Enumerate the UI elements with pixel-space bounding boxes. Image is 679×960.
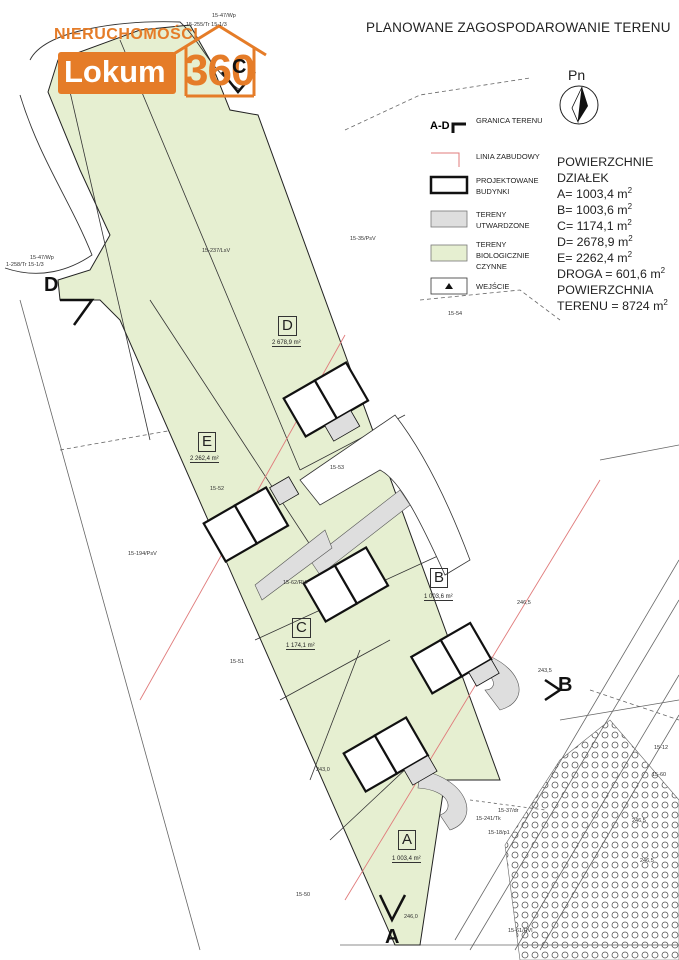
plot-area-c: 1 174,1 m² [286,643,315,650]
plot-area-d: 2 678,9 m² [272,340,301,347]
legend-item-entrance: WEJŚCIE [426,276,556,310]
legend-item-green: TERENY BIOLOGICZNIE CZYNNE [426,239,556,273]
buildings [202,360,500,794]
parcel-label: 15-255/Tr 15-1/3 [186,22,227,28]
entrance-symbol-icon [430,277,468,295]
parcel-label: 15-237/LsV [202,248,231,254]
legend-item-hardened: TERENY UTWARDZONE [426,207,556,241]
area-total: TERENU = 8724 m2 [557,297,668,313]
elevation-label: 246,0 [404,914,418,920]
parcel-label: 15-51 [230,659,245,665]
parcel-label: 15-60 [652,772,667,778]
north-arrow-icon [559,85,599,125]
building-symbol-icon [429,175,469,195]
boundary-symbol-text: A-D [430,120,450,132]
areas-heading-2: DZIAŁEK [557,171,609,185]
parcel-label: 15-47/Wp [30,255,54,261]
parcel-label: 15-12 [654,745,669,751]
parcel-label: 15-47/Wp [212,13,236,19]
area-row-d: D= 2678,9 m2 [557,233,633,249]
plot-divisions [64,39,441,841]
legend-label-boundary: GRANICA TERENU [476,116,543,125]
building-line-symbol-icon [431,152,460,167]
parcel-label: 15-61/RVI [508,928,533,934]
legend-label-buildings: PROJEKTOWANE BUDYNKI [476,176,539,196]
plot-letter-e: E [198,432,217,452]
building-d [282,360,370,442]
parcel-label: 15-241/Tk [476,816,501,822]
legend-item-building-line: LINIA ZABUDOWY [426,149,556,183]
access-road [299,414,471,576]
logo-number: 360 [184,46,255,95]
plot-area-b: 1 003,6 m² [424,594,453,601]
legend-label-green: TERENY BIOLOGICZNIE CZYNNE [476,240,530,271]
lokum360-logo: NIERUCHOMOŚCI Lokum 360 [44,20,274,100]
parcel-label: 15-54 [448,311,463,317]
logo-word: Lokum [64,54,166,89]
plot-area-a: 1 003,4 m² [392,856,421,863]
area-row-road: DROGA = 601,6 m2 [557,265,666,281]
area-row-e: E= 2262,4 m2 [557,249,633,265]
parcel-label: 15-194/PsV [128,551,157,557]
house-roof-icon [171,24,267,98]
legend-label-hardened: TERENY UTWARDZONE [476,210,530,230]
legend-item-buildings: PROJEKTOWANE BUDYNKI [426,173,556,207]
elevation-label: 246,5 [632,818,646,824]
plot-letter-c: C [292,618,311,638]
logo-box [58,52,176,94]
parcel-label: 15-53 [330,465,345,471]
area-row-a: A= 1003,4 m2 [557,185,633,201]
parcel-label: 15-50 [296,892,311,898]
elevation-label: 243,0 [316,767,330,773]
parcel-label: 15-37/dr [498,808,519,814]
section-marker-c: C [232,56,247,78]
parcel-label: 15-62/RVI [283,580,308,586]
areas-panel: POWIERZCHNIE DZIAŁEK A= 1003,4 m2 B= 100… [557,154,677,314]
section-marker-b: B [558,674,573,696]
driveway-c [309,489,411,576]
plot-area-e: 2 262,4 m² [190,456,219,463]
parcel-label: 15-35/PsV [350,236,376,242]
legend-label-building-line: LINIA ZABUDOWY [476,152,540,161]
section-marker-d: D [44,274,59,296]
plot-letter-b: B [430,568,449,588]
north-label: Pn [568,67,586,83]
plot-letter-d: D [278,316,297,336]
building-e [202,476,300,564]
legend-label-entrance: WEJŚCIE [476,282,510,291]
parcel-label: 15-52 [210,486,225,492]
area-row-b: B= 1003,6 m2 [557,201,633,217]
building-a [342,715,438,794]
hardened-symbol-icon [430,210,468,228]
driveway-e [254,529,333,601]
logo-top-text: NIERUCHOMOŚCI [54,26,199,43]
area-row-c: C= 1174,1 m2 [557,217,632,233]
forest-area [504,719,679,960]
elevation-label: 246,5 [640,858,654,864]
area-total-heading: POWIERZCHNIA [557,283,654,297]
boundary-symbol-icon: A-D [430,120,466,133]
areas-heading-1: POWIERZCHNIE [557,155,654,169]
plot-letter-a: A [398,830,417,850]
building-b [409,621,500,695]
elevation-label: 243,5 [538,668,552,674]
green-symbol-icon [430,244,468,262]
elevation-label: 246,5 [517,600,531,606]
parcel-label: 1-258/Tr 15-1/3 [6,262,44,268]
ditch [4,21,241,274]
legend-item-boundary: A-D GRANICA TERENU [426,113,556,147]
building-c [302,545,390,624]
section-markers [60,71,563,923]
section-marker-a: A [385,926,400,948]
parcel-label: 15-18/p1 [488,830,510,836]
page-title: PLANOWANE ZAGOSPODAROWANIE TERENU [366,20,671,35]
